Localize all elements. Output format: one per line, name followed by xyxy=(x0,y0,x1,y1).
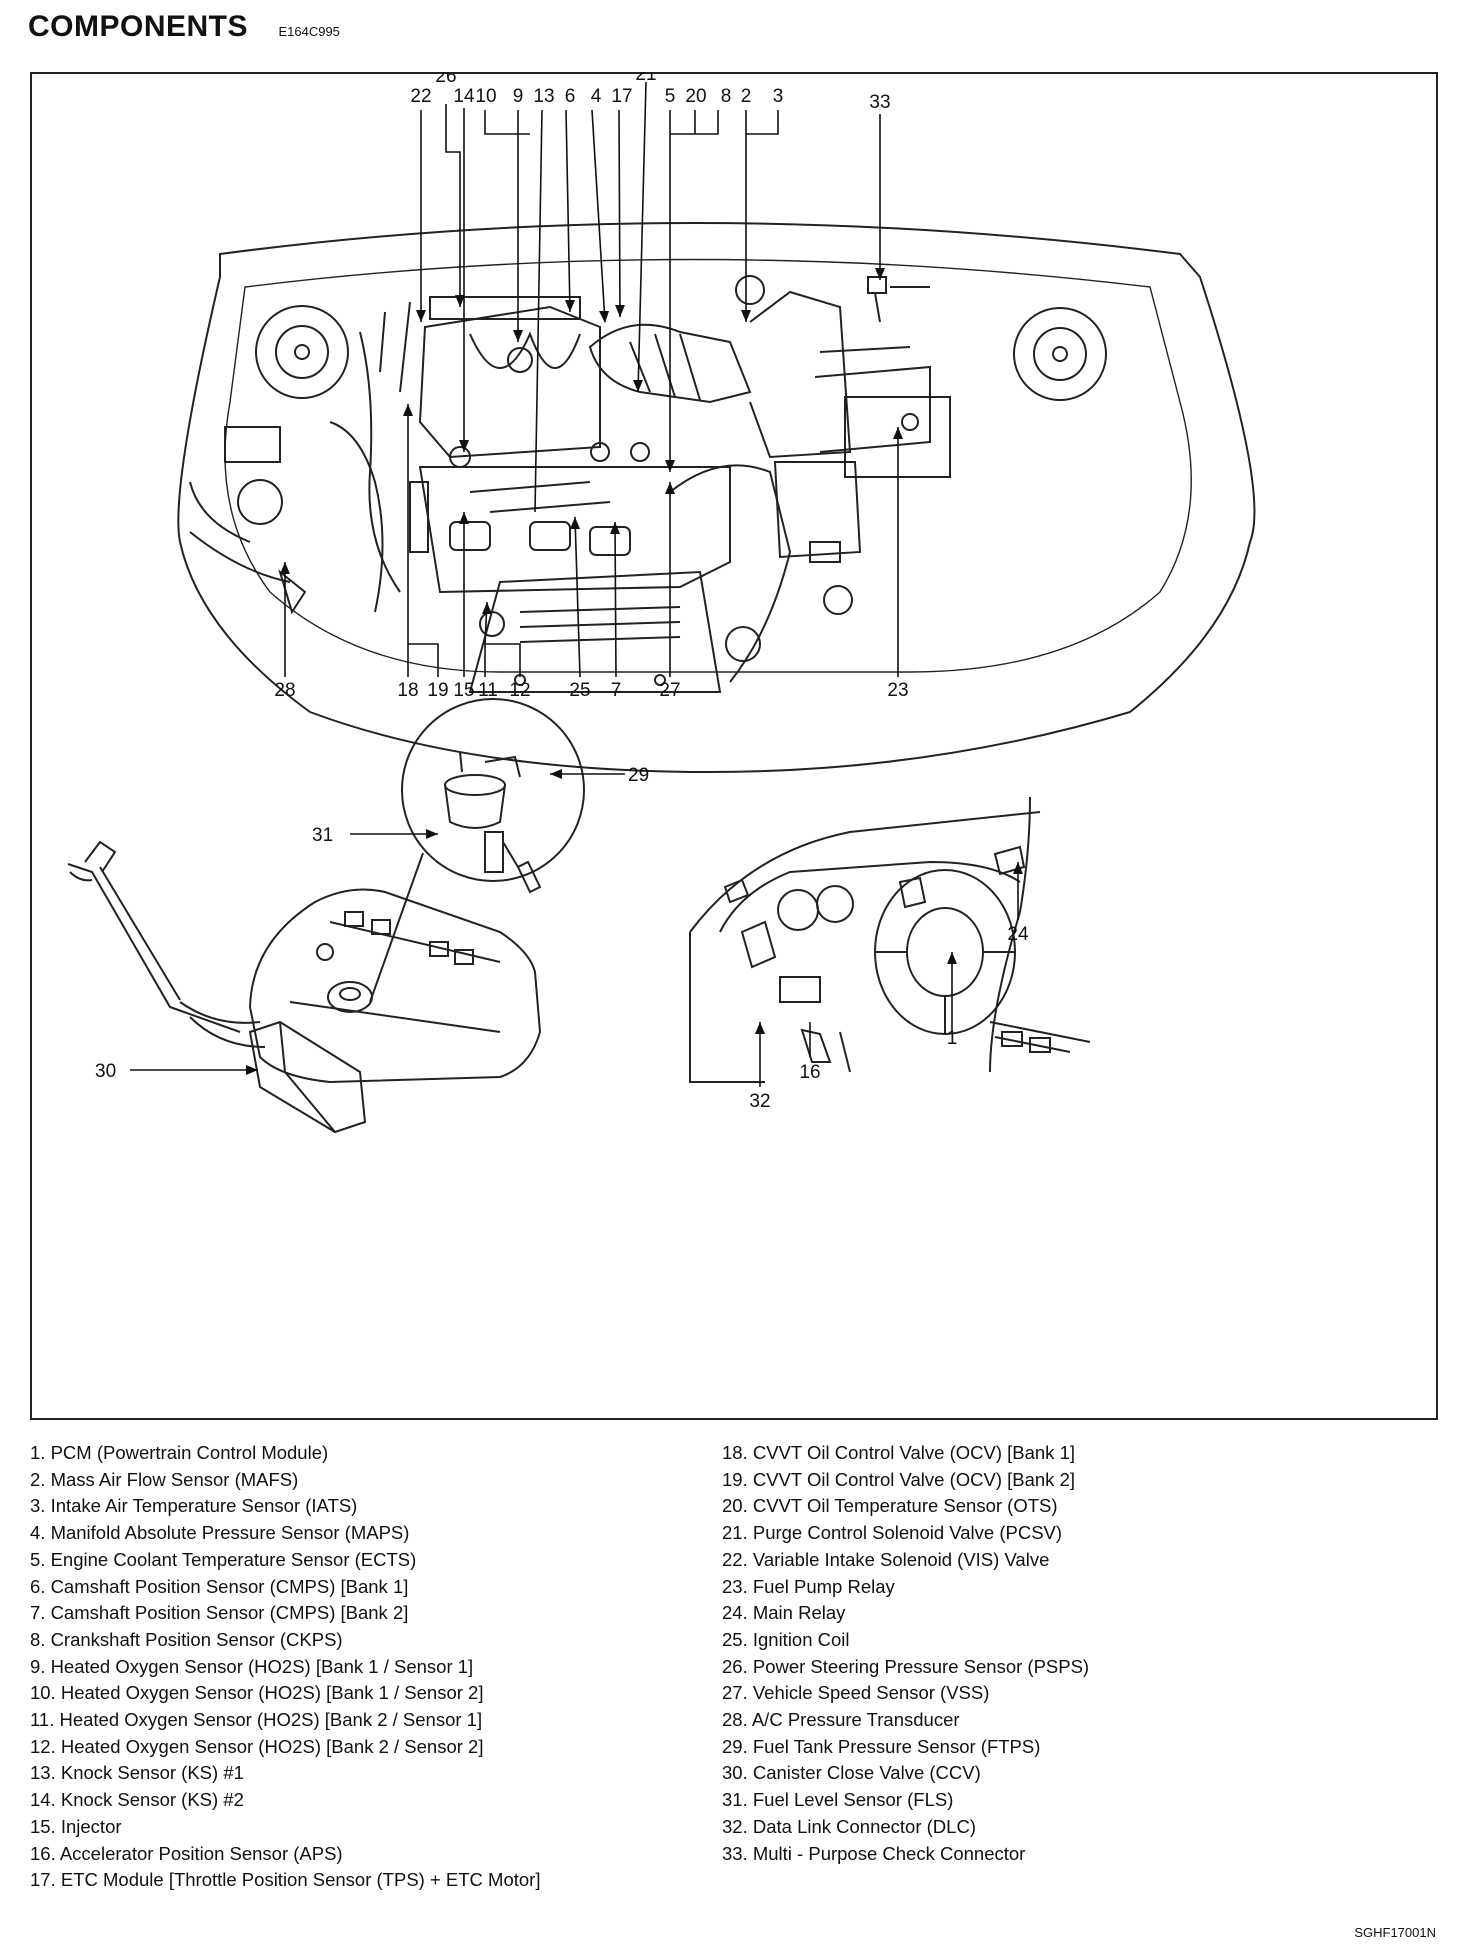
callout-label: 17 xyxy=(611,86,632,107)
legend-item: 11. Heated Oxygen Sensor (HO2S) [Bank 2 … xyxy=(30,1709,483,1731)
callout-label: 31 xyxy=(312,825,333,846)
legend-item: 14. Knock Sensor (KS) #2 xyxy=(30,1789,244,1811)
cabin-callouts: 24 1 16 32 xyxy=(749,924,1029,1112)
legend-item: 17. ETC Module [Throttle Position Sensor… xyxy=(30,1869,541,1891)
footer-code: SGHF17001N xyxy=(1354,1925,1436,1940)
legend-item: 30. Canister Close Valve (CCV) xyxy=(722,1762,981,1784)
components-diagram: 22 26 14 10 9 13 6 4 17 21 5 20 8 2 3 33… xyxy=(67,72,1256,1134)
callout-label: 6 xyxy=(565,86,576,107)
legend-item: 13. Knock Sensor (KS) #1 xyxy=(30,1762,244,1784)
legend-item: 26. Power Steering Pressure Sensor (PSPS… xyxy=(722,1655,1090,1677)
leader-lines xyxy=(130,81,1019,1087)
callout-label: 24 xyxy=(1007,924,1029,945)
legend-item: 24. Main Relay xyxy=(722,1602,846,1624)
legend-item: 2. Mass Air Flow Sensor (MAFS) xyxy=(30,1468,299,1490)
dashboard-drawing xyxy=(689,796,1091,1083)
legend-item: 32. Data Link Connector (DLC) xyxy=(722,1815,976,1837)
callout-label: 10 xyxy=(475,86,496,107)
callout-label: 4 xyxy=(591,86,602,107)
legend-item: 21. Purge Control Solenoid Valve (PCSV) xyxy=(722,1522,1063,1544)
document-code: E164C995 xyxy=(278,24,340,40)
page-header: COMPONENTS E164C995 xyxy=(28,10,340,44)
callout-label: 12 xyxy=(509,680,530,701)
engine-bay-drawing xyxy=(177,222,1256,774)
legend-item: 10. Heated Oxygen Sensor (HO2S) [Bank 1 … xyxy=(30,1682,484,1704)
callout-label: 2 xyxy=(741,86,752,107)
legend-item: 5. Engine Coolant Temperature Sensor (EC… xyxy=(30,1548,417,1570)
callout-label: 28 xyxy=(274,680,295,701)
callout-label: 14 xyxy=(453,86,475,107)
legend-item: 27. Vehicle Speed Sensor (VSS) xyxy=(722,1682,990,1704)
callout-label: 25 xyxy=(569,680,590,701)
legend-item: 15. Injector xyxy=(30,1815,122,1837)
legend-item: 18. CVVT Oil Control Valve (OCV) [Bank 1… xyxy=(722,1442,1075,1463)
legend-column-left: 1. PCM (Powertrain Control Module) 2. Ma… xyxy=(30,1440,540,1894)
callout-label: 33 xyxy=(869,92,890,113)
legend-item: 16. Accelerator Position Sensor (APS) xyxy=(30,1842,343,1864)
arrowheads xyxy=(246,268,1023,1075)
callout-label: 8 xyxy=(721,86,732,107)
callout-label: 26 xyxy=(435,72,456,87)
callout-label: 1 xyxy=(947,1028,958,1049)
legend-item: 4. Manifold Absolute Pressure Sensor (MA… xyxy=(30,1522,410,1544)
legend-item: 28. A/C Pressure Transducer xyxy=(722,1709,960,1731)
callout-label: 22 xyxy=(410,86,431,107)
callout-label: 5 xyxy=(665,86,676,107)
fuel-tank-callouts: 29 31 30 xyxy=(95,765,649,1082)
callout-label: 21 xyxy=(635,72,656,85)
callout-label: 27 xyxy=(659,680,680,701)
legend-item: 6. Camshaft Position Sensor (CMPS) [Bank… xyxy=(30,1575,409,1597)
callout-label: 29 xyxy=(628,765,649,786)
legend-item: 19. CVVT Oil Control Valve (OCV) [Bank 2… xyxy=(722,1468,1075,1490)
callout-label: 16 xyxy=(799,1062,820,1083)
fuel-tank-drawing xyxy=(67,698,585,1134)
callout-label: 15 xyxy=(453,680,474,701)
legend-item: 23. Fuel Pump Relay xyxy=(722,1575,895,1597)
callout-label: 13 xyxy=(533,86,554,107)
legend-item: 29. Fuel Tank Pressure Sensor (FTPS) xyxy=(722,1735,1041,1757)
callout-label: 32 xyxy=(749,1091,770,1112)
engine-callouts-bottom: 28 18 19 15 11 12 25 7 27 23 xyxy=(274,680,908,701)
legend-item: 12. Heated Oxygen Sensor (HO2S) [Bank 2 … xyxy=(30,1735,484,1757)
callout-label: 3 xyxy=(773,86,784,107)
callout-label: 19 xyxy=(427,680,448,701)
legend-item: 9. Heated Oxygen Sensor (HO2S) [Bank 1 /… xyxy=(30,1655,474,1677)
legend-item: 3. Intake Air Temperature Sensor (IATS) xyxy=(30,1495,358,1517)
callout-label: 18 xyxy=(397,680,418,701)
callout-label: 7 xyxy=(611,680,622,701)
callout-label: 9 xyxy=(513,86,524,107)
engine-callouts-top: 22 26 14 10 9 13 6 4 17 21 5 20 8 2 3 33 xyxy=(410,72,890,113)
page-title: COMPONENTS xyxy=(28,10,249,43)
callout-label: 20 xyxy=(685,86,706,107)
legend-column-right: 18. CVVT Oil Control Valve (OCV) [Bank 1… xyxy=(722,1440,1089,1867)
component-legend: 1. PCM (Powertrain Control Module) 2. Ma… xyxy=(0,1440,1472,1890)
callout-label: 23 xyxy=(887,680,908,701)
legend-item: 8. Crankshaft Position Sensor (CKPS) xyxy=(30,1628,343,1650)
diagram-frame xyxy=(30,72,1438,1420)
legend-item: 22. Variable Intake Solenoid (VIS) Valve xyxy=(722,1548,1050,1570)
legend-item: 1. PCM (Powertrain Control Module) xyxy=(30,1442,329,1463)
callout-label: 11 xyxy=(478,680,498,701)
legend-item: 25. Ignition Coil xyxy=(722,1628,850,1650)
legend-item: 31. Fuel Level Sensor (FLS) xyxy=(722,1789,954,1811)
legend-item: 33. Multi - Purpose Check Connector xyxy=(722,1842,1026,1864)
legend-item: 20. CVVT Oil Temperature Sensor (OTS) xyxy=(722,1495,1058,1517)
callout-label: 30 xyxy=(95,1061,116,1082)
legend-item: 7. Camshaft Position Sensor (CMPS) [Bank… xyxy=(30,1602,409,1624)
